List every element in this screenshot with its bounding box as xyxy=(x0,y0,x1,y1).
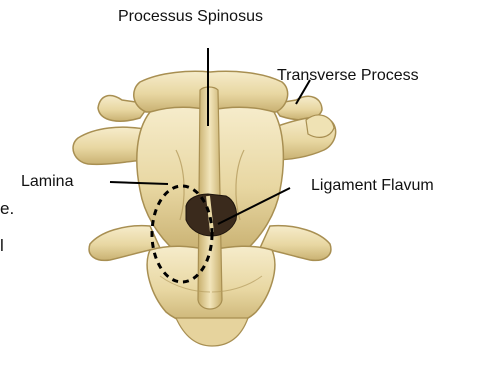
label-processus-spinosus: Processus Spinosus xyxy=(118,9,263,25)
cropped-text-line-2: l xyxy=(0,237,4,254)
label-transverse-process: Transverse Process xyxy=(277,68,419,84)
label-ligament-flavum: Ligament Flavum xyxy=(311,178,434,194)
cropped-text-line-1: e. xyxy=(0,200,14,217)
right-transverse-tip xyxy=(306,115,334,137)
lower-vertebra-tip xyxy=(176,318,248,346)
label-lamina: Lamina xyxy=(21,174,73,190)
